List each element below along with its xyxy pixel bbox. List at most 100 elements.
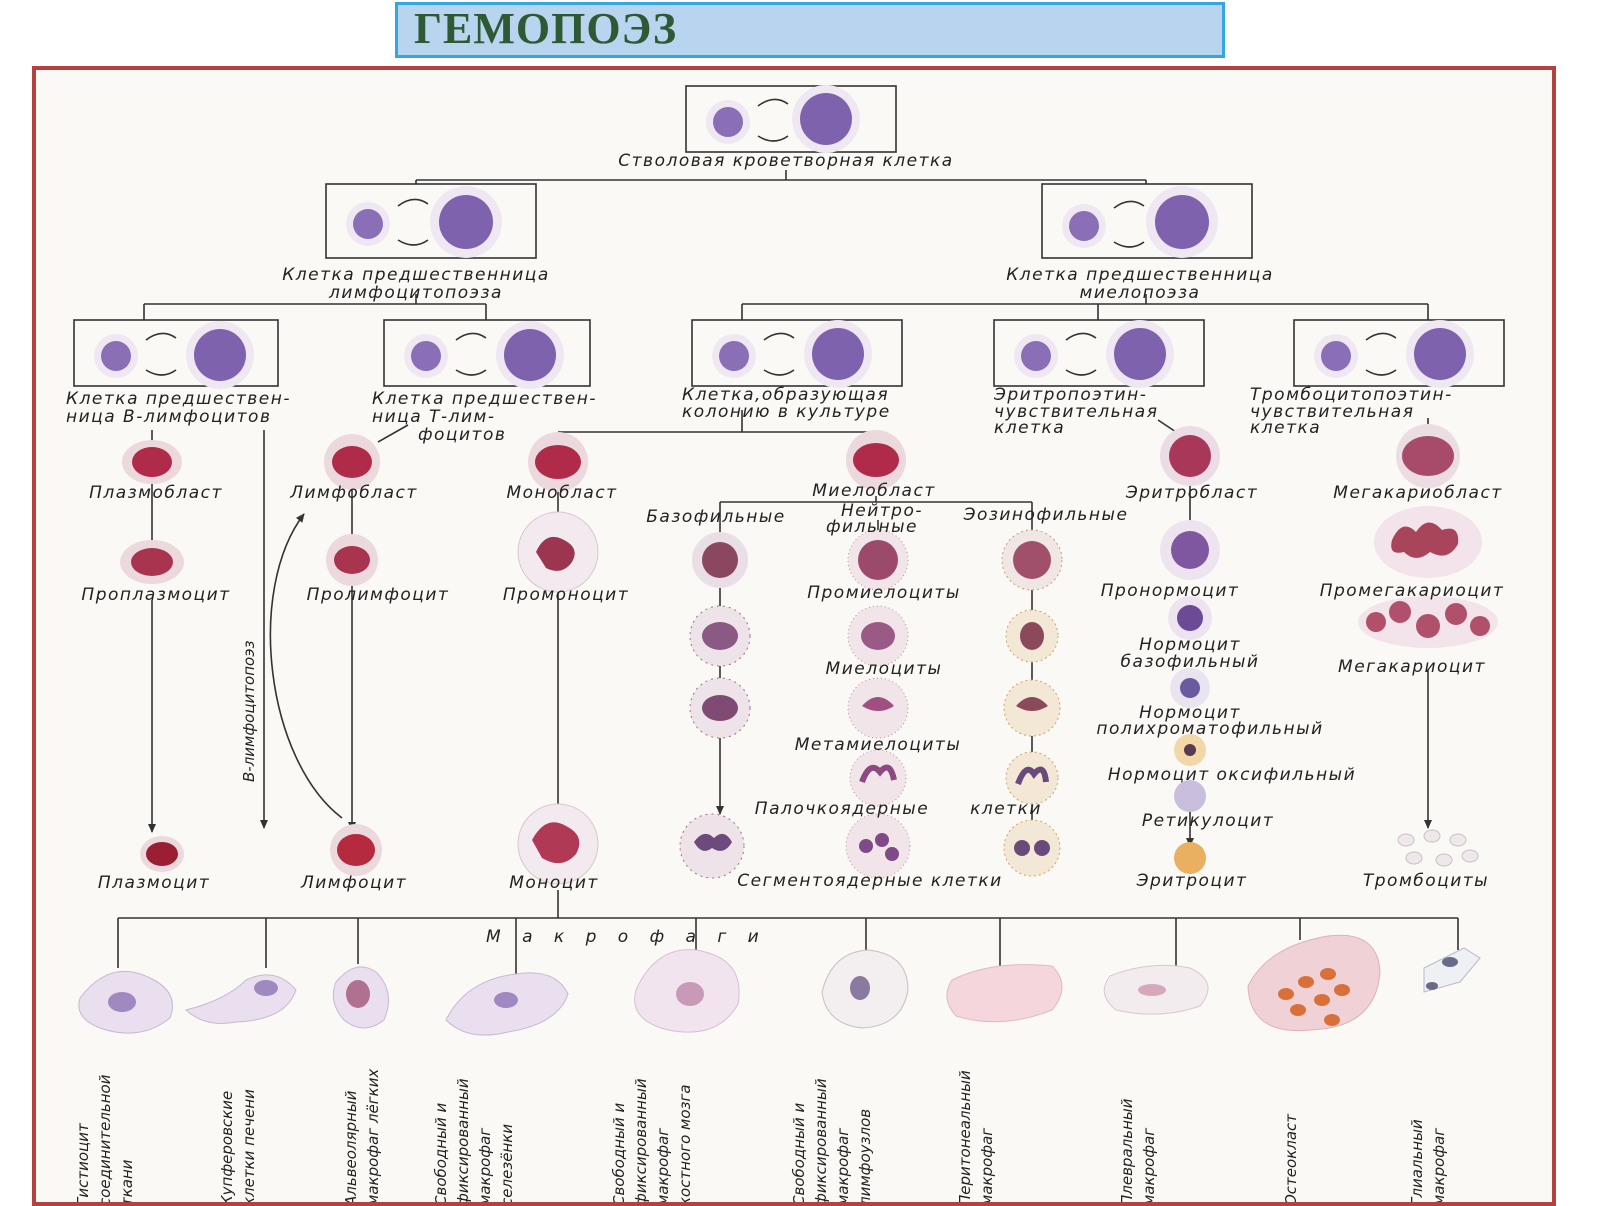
splenic-macrophage-cell [445,972,569,1036]
ery-prog-label-2: чувствительная [994,402,1158,422]
prolymphocyte-cell [326,534,378,586]
macrophage-type-label: макрофаг [834,1128,852,1206]
baso-myelocyte-cell [689,605,751,667]
page-title: ГЕМОПОЭЗ [414,4,678,53]
monoblast-label: Монобласт [506,483,617,503]
band-cells-label: клетки [970,799,1042,819]
monocyte-label: Моноцит [509,873,599,893]
macrophage-type-label: Свободный и [610,1103,628,1206]
macrophage-type-label: ткани [118,1159,136,1206]
lymphoblast-label: Лимфобласт [289,483,418,503]
macrophage-type-label: костного мозга [676,1084,694,1206]
pronormocyte-cell [1160,520,1220,580]
baso-segmented-cell [679,813,745,879]
labels: Стволовая кроветворная клетка Клетка пре… [66,151,1505,947]
lymph-prog-label-1: Клетка предшественница [282,265,550,285]
kupffer-cell [184,974,297,1024]
ery-prog-label-3: клетка [994,418,1065,438]
macrophage-type-label: макрофаг [1430,1128,1448,1206]
macrophage-type-label: макрофаг [654,1128,672,1206]
normocyte-oxyphilic-cell [1174,734,1206,766]
macrophage-type-label: селезёнки [498,1124,516,1206]
ery-progenitor-box [993,319,1205,388]
histiocyte-cell [78,970,173,1034]
erythroblast-cell [1160,426,1220,486]
cfu-box [691,319,903,388]
glial-macrophage-cell [1423,947,1481,993]
alveolar-macrophage-cell [332,966,389,1029]
erythrocyte-cell [1174,842,1206,874]
lymphoblast-cell [324,434,380,490]
myeloblast-label: Миелобласт [812,481,935,501]
t-prog-label-3: фоцитов [418,425,506,445]
eosino-metamyelocyte-cell [1003,679,1061,737]
eosino-segmented-cell [1003,819,1061,877]
macrophage-type-label: Плевральный [1118,1098,1136,1206]
megakaryoblast-label: Мегакариобласт [1333,483,1502,503]
neutro-promyelocyte-cell [847,529,909,591]
lymph-progenitor-box [325,183,537,259]
neutro-metamyelocyte-cell [847,677,909,739]
normocyte-polychromatophilic-cell [1170,668,1210,708]
macrophage-type-label: клетки печени [240,1089,258,1206]
normo-baso-label-1: Нормоцит [1139,635,1241,655]
macrophage-type-label: Глиальный [1408,1119,1426,1206]
monocyte-cell [517,803,599,885]
macrophage-cells [78,934,1481,1036]
macrophage-type-label: Гистиоцит [74,1122,92,1206]
b-prog-label-2: ница В-лимфоцитов [66,407,271,427]
ery-prog-label-1: Эритропоэтин- [993,385,1147,405]
basophilic-label: Базофильные [646,507,785,527]
macrophage-type-label: фиксированный [454,1078,472,1206]
reticulocyte-cell [1174,780,1206,812]
cfu-label-1: Клетка,образующая [682,385,889,405]
plasmocyte-cell [140,836,184,872]
eosino-myelocyte-cell [1005,609,1059,663]
promonocyte-cell [517,511,599,593]
plasmoblast-cell [122,440,182,484]
macrophage-type-label: соединительной [96,1074,114,1206]
eosinophilic-label: Эозинофильные [963,505,1129,525]
myelo-prog-label-2: миелопоэза [1080,283,1201,303]
peritoneal-macrophage-cell [946,964,1063,1023]
metamyelocytes-label: Метамиелоциты [795,735,962,755]
t-prog-label-1: Клетка предшествен- [372,389,597,409]
thr-prog-label-2: чувствительная [1250,402,1414,422]
pronormocyte-label: Пронормоцит [1101,581,1240,601]
neutro-band-cell [849,749,907,807]
segmented-label: Сегментоядерные клетки [737,871,1002,891]
neutro-myelocyte-cell [847,605,909,667]
promegakaryocyte-label: Промегакариоцит [1320,581,1505,601]
myelo-prog-label-1: Клетка предшественница [1006,265,1274,285]
macrophage-type-label: Альвеолярный [342,1090,360,1206]
t-progenitor-box [383,319,591,389]
hemopoiesis-diagram: Стволовая кроветворная клетка Клетка пре… [66,85,1505,1206]
bone-marrow-macrophage-cell [634,949,740,1033]
promonocyte-label: Промоноцит [503,585,629,605]
macrophage-type-label: Свободный и [790,1103,808,1206]
progenitor-boxes [73,85,1505,389]
connector-lines [117,170,1459,976]
eosino-band-cell [1005,751,1059,805]
macrophage-type-label: макрофаг [978,1128,996,1206]
macrophage-type-label: макрофаг [476,1128,494,1206]
megakaryocyte-cell [1358,596,1498,648]
macrophage-type-label: макрофаг лёгких [364,1069,382,1206]
erythroblast-label: Эритробласт [1125,483,1258,503]
normo-baso-label-2: базофильный [1121,652,1260,672]
neutro-segmented-cell [845,813,911,879]
plasmocyte-label: Плазмоцит [98,873,210,893]
platelets-cell [1397,829,1479,867]
thr-prog-label-1: Тромбоцитопоэтин- [1250,385,1453,405]
myelocytes-label: Миелоциты [826,659,943,679]
macrophage-type-label: Перитонеальный [956,1070,974,1206]
pleural-macrophage-cell [1103,964,1209,1015]
band-label: Палочкоядерные [755,799,929,819]
macrophage-type-label: лимфоузлов [856,1109,874,1206]
macrophages-label: М а к р о ф а г и [486,927,767,947]
thr-prog-label-3: клетка [1250,418,1321,438]
b-lymphopoiesis-label: В-лимфоцитопоэз [240,641,258,782]
osteoclast-cell [1247,934,1381,1032]
normo-poly-label-2: полихроматофильный [1096,719,1323,739]
lymphocyte-cell [330,824,382,876]
